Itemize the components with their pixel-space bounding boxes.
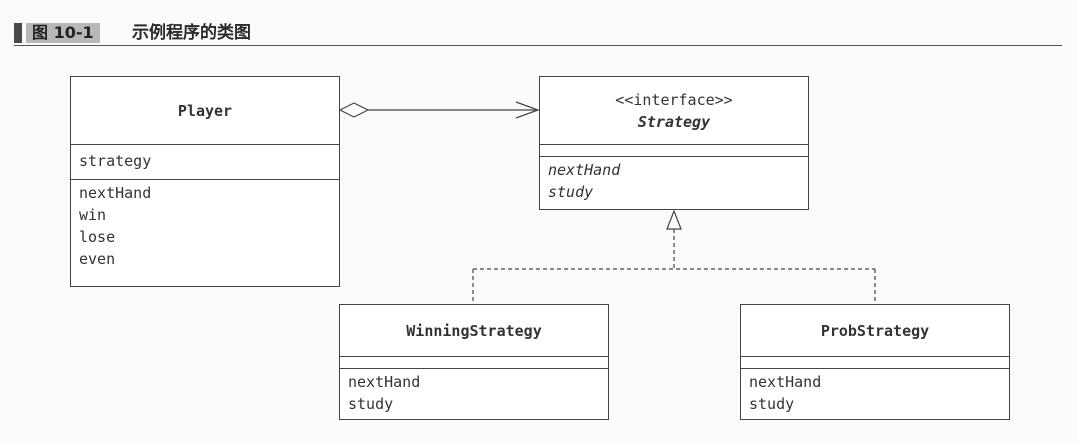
aggregation-arrowhead: [515, 101, 540, 119]
figure-marker: [14, 23, 22, 43]
figure-header: 图 10-1 示例程序的类图: [14, 20, 1062, 46]
class-prob-strategy: ProbStrategy nextHand study: [740, 304, 1010, 420]
method: nextHand: [79, 184, 152, 202]
figure-rule: [14, 45, 1062, 46]
fields-section: [340, 357, 608, 369]
class-name: WinningStrategy: [406, 322, 542, 340]
class-name: ProbStrategy: [820, 322, 930, 340]
class-name-section: ProbStrategy: [741, 305, 1009, 357]
fields-section: [540, 145, 808, 157]
class-player: Player strategy nextHand win lose even: [70, 76, 340, 287]
figure-number: 图 10-1: [26, 23, 100, 43]
method: win: [79, 206, 107, 224]
stereotype: <<interface>>: [615, 91, 733, 109]
class-name: Player: [177, 102, 233, 120]
class-name-section: WinningStrategy: [340, 305, 608, 357]
method: study: [749, 395, 795, 413]
method: nextHand: [548, 161, 621, 179]
aggregation-player-strategy: [338, 101, 540, 119]
methods-section: nextHand study: [540, 157, 808, 205]
methods-section: nextHand win lose even: [71, 180, 339, 272]
methods-section: nextHand study: [340, 369, 608, 417]
class-strategy: <<interface>> Strategy nextHand study: [539, 76, 809, 210]
method: study: [548, 183, 594, 201]
method: nextHand: [749, 373, 822, 391]
aggregation-diamond: [338, 102, 370, 118]
class-name-section: Player: [71, 77, 339, 145]
figure-caption: 示例程序的类图: [132, 23, 251, 43]
fields-section: [741, 357, 1009, 369]
method: even: [79, 250, 116, 268]
method: nextHand: [348, 373, 421, 391]
realization-lines: [472, 209, 876, 304]
methods-section: nextHand study: [741, 369, 1009, 417]
fields-section: strategy: [71, 145, 339, 180]
method: lose: [79, 228, 116, 246]
class-name: Strategy: [637, 113, 711, 131]
class-winning-strategy: WinningStrategy nextHand study: [339, 304, 609, 420]
class-name-section: <<interface>> Strategy: [540, 77, 808, 145]
field: strategy: [79, 152, 152, 170]
method: study: [348, 395, 394, 413]
realization-triangle: [666, 209, 682, 230]
